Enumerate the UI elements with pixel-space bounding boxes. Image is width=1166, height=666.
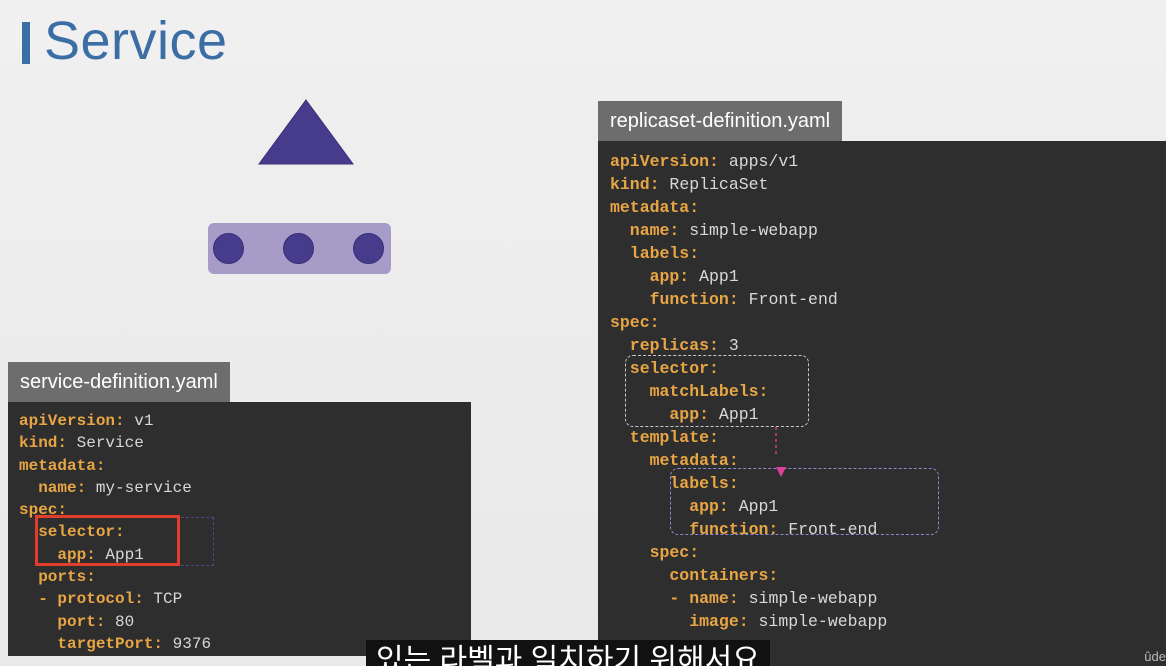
yaml-value: v1 [124, 412, 154, 430]
yaml-key: app: [610, 267, 690, 286]
service-code-line: metadata: [19, 455, 471, 477]
replicaset-code-line: kind: ReplicaSet [610, 173, 1166, 196]
template-labels-outline [670, 468, 939, 535]
yaml-key: spec: [610, 543, 700, 562]
replicaset-code-line: labels: [610, 242, 1166, 265]
replicaset-code-line: labels: [610, 472, 1166, 495]
replicaset-code-line: app: App1 [610, 495, 1166, 518]
service-code-line: - protocol: TCP [19, 588, 471, 610]
replicaset-code-line: function: Front-end [610, 288, 1166, 311]
pod-icon [283, 233, 314, 264]
yaml-value: 80 [105, 612, 135, 631]
yaml-key: - protocol: [19, 590, 144, 609]
service-code-line: apiVersion: v1 [19, 410, 471, 432]
pod-group [208, 223, 391, 274]
replicaset-code-line: selector: [610, 357, 1166, 380]
service-file-tab: service-definition.yaml [8, 362, 230, 402]
yaml-value: 9376 [163, 634, 212, 653]
replicaset-code-line: matchLabels: [610, 380, 1166, 403]
replicaset-code-line: - name: simple-webapp [610, 587, 1166, 610]
service-code-line: port: 80 [19, 611, 471, 633]
selector-highlight-box [35, 515, 180, 566]
replicaset-code-line: image: simple-webapp [610, 610, 1166, 633]
service-code-line: app: App1 [19, 544, 471, 566]
yaml-key: labels: [610, 474, 739, 493]
slide-title: Service [44, 11, 228, 71]
yaml-value: apps/v1 [718, 152, 799, 171]
yaml-key: metadata: [19, 456, 106, 475]
yaml-key: selector: [19, 523, 125, 542]
yaml-key: metadata: [610, 451, 739, 470]
yaml-key: kind: [610, 175, 660, 194]
yaml-value: Front-end [738, 290, 838, 309]
label-match-connector [775, 427, 786, 477]
yaml-key: labels: [610, 244, 700, 263]
yaml-key: name: [19, 478, 87, 497]
yaml-key: ports: [19, 568, 96, 587]
replicaset-file-tab: replicaset-definition.yaml [598, 101, 843, 141]
yaml-key: apiVersion: [610, 152, 719, 171]
service-code-line: targetPort: 9376 [19, 633, 471, 655]
yaml-key: name: [610, 221, 680, 240]
yaml-value: simple-webapp [748, 612, 888, 631]
yaml-value: TCP [143, 590, 183, 609]
yaml-key: function: [610, 290, 739, 309]
yaml-key: app: [19, 545, 96, 564]
yaml-value: Service [67, 434, 144, 453]
replicaset-code-line: replicas: 3 [610, 334, 1166, 357]
yaml-key: spec: [19, 501, 68, 520]
replicaset-code-line: metadata: [610, 196, 1166, 219]
yaml-value: App1 [95, 545, 144, 564]
yaml-key: replicas: [610, 336, 719, 355]
title-accent-bar [22, 22, 30, 64]
service-code-line: name: my-service [19, 477, 471, 499]
replicaset-code-line: apiVersion: apps/v1 [610, 150, 1166, 173]
yaml-value: ReplicaSet [659, 175, 769, 194]
service-code-line: kind: Service [19, 432, 471, 454]
replicaset-code-line: spec: [610, 311, 1166, 334]
video-caption: 있는 라벨과 일치하기 위해서요 [366, 640, 770, 666]
replicaset-code-line: containers: [610, 564, 1166, 587]
yaml-value: 3 [718, 336, 739, 355]
yaml-key: port: [19, 612, 106, 631]
yaml-key: kind: [19, 434, 68, 453]
yaml-value: App1 [728, 497, 779, 516]
service-code-line: spec: [19, 499, 471, 521]
replicaset-code-line: template: [610, 426, 1166, 449]
yaml-value: App1 [709, 405, 759, 424]
pod-icon [353, 233, 384, 264]
yaml-value: my-service [86, 478, 192, 497]
udemy-watermark: ûde [1144, 649, 1166, 664]
yaml-key: apiVersion: [19, 412, 125, 430]
yaml-key: targetPort: [19, 634, 164, 653]
yaml-key: containers: [610, 566, 779, 585]
service-code-line: ports: [19, 566, 471, 588]
replicaset-code-line: name: simple-webapp [610, 219, 1166, 242]
yaml-key: image: [610, 612, 749, 631]
replicaset-code-line: app: App1 [610, 265, 1166, 288]
yaml-key: matchLabels: [610, 382, 769, 401]
yaml-key: app: [610, 405, 710, 424]
yaml-value: simple-webapp [738, 589, 878, 608]
selector-dashed-outline [176, 517, 214, 566]
replicaset-code-line: app: App1 [610, 403, 1166, 426]
service-code-line: selector: [19, 521, 471, 543]
yaml-key: spec: [610, 313, 660, 332]
yaml-value: simple-webapp [679, 221, 818, 240]
yaml-key: - name: [610, 589, 739, 608]
yaml-key: app: [610, 497, 729, 516]
yaml-key: template: [610, 428, 719, 447]
service-triangle-icon [258, 99, 354, 165]
pod-icon [213, 233, 244, 264]
replicaset-code-line: spec: [610, 541, 1166, 564]
replicaset-selector-outline [625, 355, 809, 427]
yaml-key: selector: [610, 359, 719, 378]
replicaset-code-line: metadata: [610, 449, 1166, 472]
yaml-key: metadata: [610, 198, 700, 217]
yaml-value: App1 [689, 267, 739, 286]
